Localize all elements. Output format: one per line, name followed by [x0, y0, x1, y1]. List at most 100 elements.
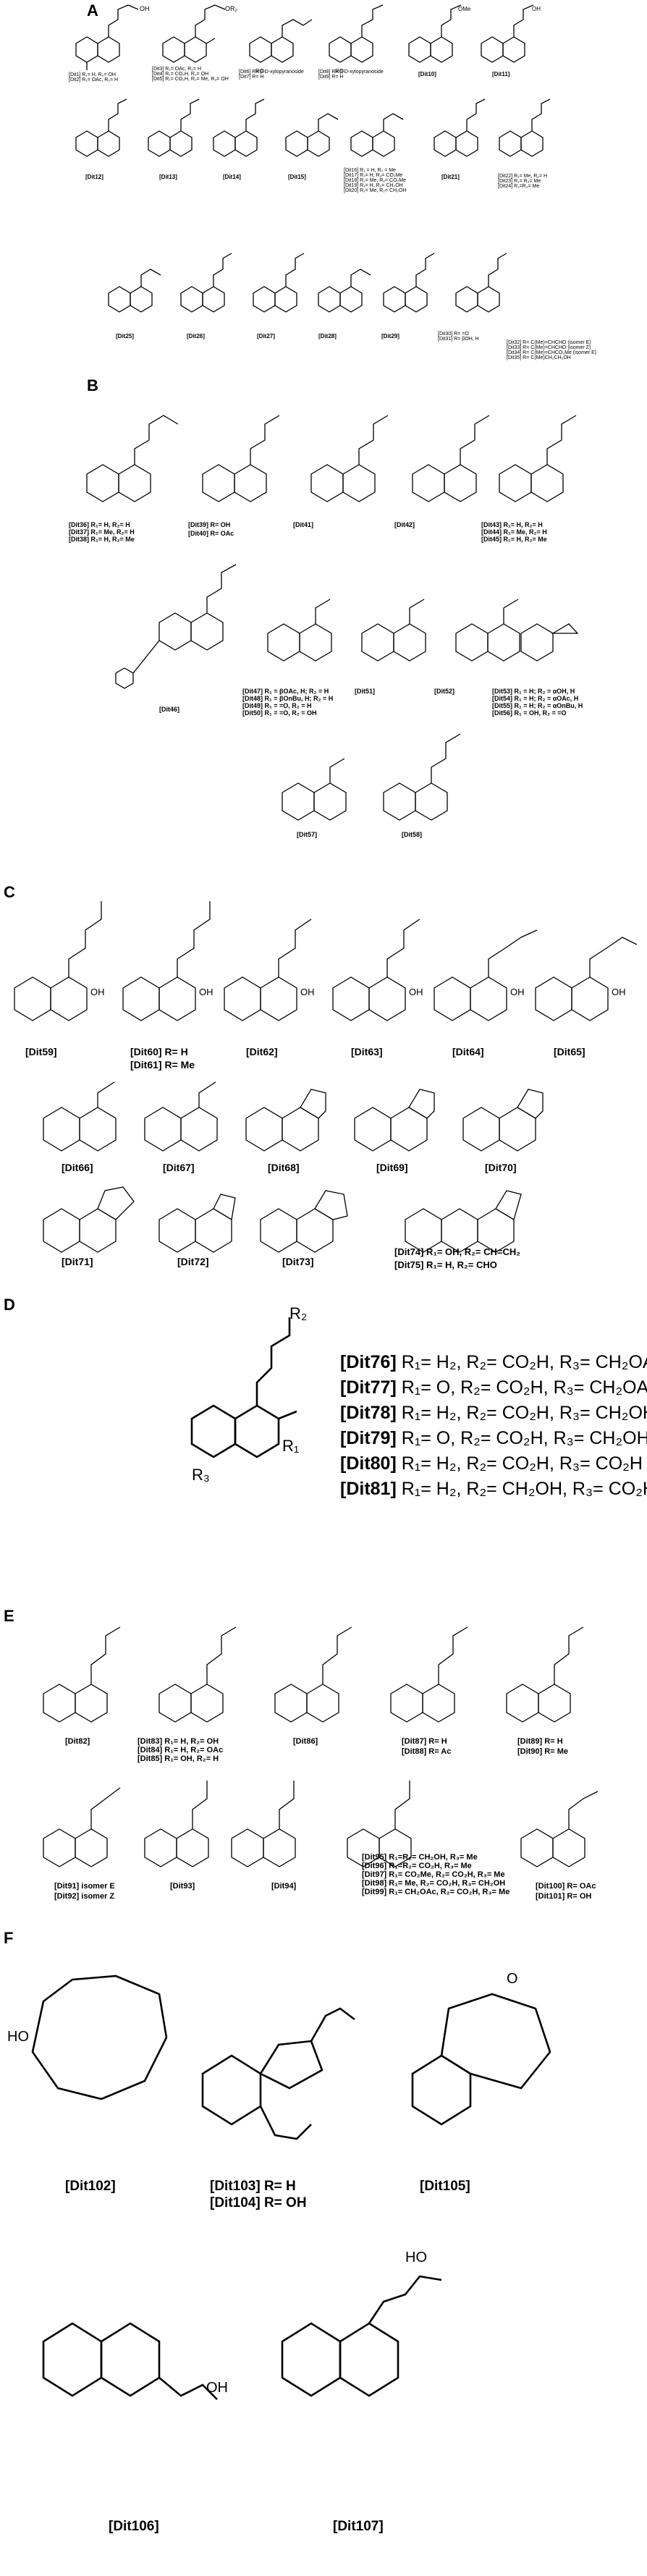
label-dit64: [Dit64] — [452, 1046, 484, 1057]
label-dit27: [Dit27] — [257, 333, 275, 339]
label-dit43-45: [Dit43] R₁= H, R₂= H [Dit44] R₁= Me, R₂=… — [481, 521, 547, 543]
structure-dit21 — [434, 98, 551, 157]
svg-text:R₃: R₃ — [192, 1466, 210, 1484]
svg-text:RO: RO — [255, 68, 264, 75]
label-dit102: [Dit102] — [65, 2179, 116, 2194]
label-dit93: [Dit93] — [170, 1882, 195, 1891]
structure-row3-c — [43, 1186, 522, 1253]
panel-c: C OH OH OH OH OH OH [Dit59] [Dit60] R= H… — [0, 883, 647, 1288]
structure-row2-b — [115, 564, 579, 689]
svg-text:OH: OH — [140, 5, 150, 12]
panel-c-letter: C — [4, 883, 15, 901]
label-dit30-31: [Dit30] R= =O [Dit31] R= βOH, H — [438, 331, 479, 342]
label-dit65: [Dit65] — [554, 1046, 585, 1057]
svg-text:OH: OH — [532, 6, 541, 12]
dit78-row: [Dit78] R₁= H₂, R₂= CO₂H, R₃= CH₂OH — [340, 1403, 647, 1423]
structure-row2-f: HO OH — [42, 2250, 442, 2400]
svg-text:RO: RO — [335, 68, 344, 75]
structure-row2-e — [43, 1781, 599, 1867]
svg-text:OMe: OMe — [458, 6, 471, 12]
label-dit101: [Dit101] R= OH — [536, 1892, 592, 1901]
structure-dit8: RO — [329, 4, 384, 75]
label-dit16-20: [Dit16] R₁ = H, R₂ = Me [Dit17] R₁= H, R… — [344, 168, 407, 193]
label-dit63: [Dit63] — [351, 1046, 383, 1057]
label-dit51: [Dit51] — [355, 688, 376, 695]
label-dit88: [Dit88] R= Ac — [402, 1747, 452, 1756]
panel-d-letter: D — [4, 1296, 15, 1314]
label-dit6-7: [Dit6] R= β-D-xylopyranoside [Dit7] R= H — [239, 69, 304, 80]
svg-text:OH: OH — [612, 987, 626, 997]
label-dit105: [Dit105] — [420, 2179, 470, 2194]
svg-text:OR₂: OR₂ — [225, 5, 238, 12]
label-dit59: [Dit59] — [25, 1046, 57, 1057]
label-dit94: [Dit94] — [271, 1882, 297, 1891]
panel-b-letter: B — [87, 376, 98, 394]
panel-a-letter: A — [87, 1, 98, 20]
label-dit61: [Dit61] R= Me — [130, 1059, 195, 1070]
label-dit32-35: [Dit32] R= C(Me)=CHCHO (isomer E) [Dit33… — [507, 340, 597, 360]
label-dit53-56: [Dit53] R₁ = H; R₂ = αOH, H [Dit54] R₁ =… — [492, 688, 583, 717]
label-dit89: [Dit89] R= H — [517, 1737, 563, 1746]
label-dit47-50: [Dit47] R₁ = βOAc, H; R₂ = H [Dit48] R₁ … — [242, 688, 334, 717]
label-dit100: [Dit100] R= OAc — [536, 1882, 596, 1891]
svg-text:OH: OH — [90, 987, 105, 997]
svg-text:OH: OH — [300, 987, 315, 997]
panel-e-letter: E — [4, 1607, 14, 1625]
dit80-row: [Dit80] R₁= H₂, R₂= CO₂H, R₃= CO₂H — [340, 1453, 643, 1474]
panel-d: D R₂ R₁ R₃ [Dit76] R₁= H₂, R₂= CO₂H, R₃=… — [0, 1296, 647, 1499]
structure-dit76-81-core: R₂ R₁ R₃ — [190, 1304, 307, 1484]
label-dit82: [Dit82] — [65, 1737, 90, 1746]
label-dit68: [Dit68] — [268, 1162, 300, 1173]
structure-dit3: OR₂ — [162, 4, 238, 63]
label-dit52: [Dit52] — [434, 688, 455, 695]
label-dit106: [Dit106] — [109, 2519, 159, 2534]
label-dit14: [Dit14] — [223, 174, 241, 180]
label-dit83-85: [Dit83] R₁= H, R₂= OH [Dit84] R₁= H, R₂=… — [138, 1737, 224, 1763]
label-dit90: [Dit90] R= Me — [517, 1747, 568, 1756]
label-dit46: [Dit46] — [159, 706, 180, 713]
label-dit29: [Dit29] — [381, 333, 399, 339]
structure-row2-a — [75, 98, 404, 157]
svg-text:OH: OH — [206, 2380, 228, 2396]
svg-text:OH: OH — [199, 987, 213, 997]
structure-row1-b — [86, 415, 577, 502]
structure-row3-a — [108, 253, 507, 313]
label-dit71: [Dit71] — [62, 1256, 93, 1267]
label-dit75: [Dit75] R₁= H, R₂= CHO — [394, 1259, 497, 1270]
label-dit39: [Dit39] R= OH — [188, 521, 231, 528]
label-dit58: [Dit58] — [402, 831, 423, 838]
label-dit26: [Dit26] — [187, 333, 205, 339]
label-dit86: [Dit86] — [293, 1737, 318, 1746]
label-dit8-9: [Dit8] R= β-D-xylopyranoside [Dit9] R= H — [318, 69, 384, 80]
structure-dit11: OH — [481, 4, 541, 63]
structure-row1-e — [43, 1626, 584, 1723]
label-dit1-2: [Dit1] R₁= H, R₂= OH [Dit2] R₁= OAc, R₂=… — [69, 72, 119, 83]
panel-b: B [Dit36] R₁= H, R₂= H [Dit37] R₁= Me, R… — [0, 376, 647, 883]
dit79-row: [Dit79] R₁= O, R₂= CO₂H, R₃= CH₂OH — [340, 1428, 647, 1448]
structure-row1-f: HO O — [7, 1971, 551, 2140]
label-dit3-5: [Dit3] R₁= OAc, R₂= H [Dit4] R₁= CO₂H, R… — [152, 67, 229, 82]
svg-text:O: O — [507, 1971, 518, 1987]
dit77-row: [Dit77] R₁= O, R₂= CO₂H, R₃= CH₂OAc — [340, 1377, 647, 1398]
svg-text:HO: HO — [405, 2250, 427, 2265]
label-dit72: [Dit72] — [177, 1256, 209, 1267]
structure-dit10: OMe — [408, 4, 471, 63]
label-dit42: [Dit42] — [394, 521, 415, 528]
structure-row1-c: OH OH OH OH OH OH — [14, 901, 638, 1021]
structure-dit6: RO — [249, 19, 313, 75]
label-dit103: [Dit103] R= H — [210, 2179, 296, 2194]
svg-text:HO: HO — [7, 2029, 29, 2045]
label-dit21: [Dit21] — [441, 174, 460, 180]
label-dit66: [Dit66] — [62, 1162, 93, 1173]
structure-row2-c — [43, 1081, 544, 1152]
panel-f: F HO O [Dit102] [Dit103] R= H [Dit104] R… — [0, 1929, 647, 2566]
panel-e: E [Dit82] [Dit83] R₁= H, R₂= OH [Dit84] … — [0, 1607, 647, 1911]
label-dit95-99: [Dit95] R₁=R₂= CH₂OH, R₃= Me [Dit96] R₁=… — [362, 1853, 510, 1896]
structure-dit1: OH — [75, 4, 150, 70]
label-dit57: [Dit57] — [297, 831, 318, 838]
label-dit25: [Dit25] — [116, 333, 134, 339]
svg-text:R₂: R₂ — [289, 1304, 307, 1322]
svg-text:R₁: R₁ — [282, 1437, 299, 1455]
label-dit67: [Dit67] — [163, 1162, 195, 1173]
label-dit107: [Dit107] — [333, 2519, 384, 2534]
